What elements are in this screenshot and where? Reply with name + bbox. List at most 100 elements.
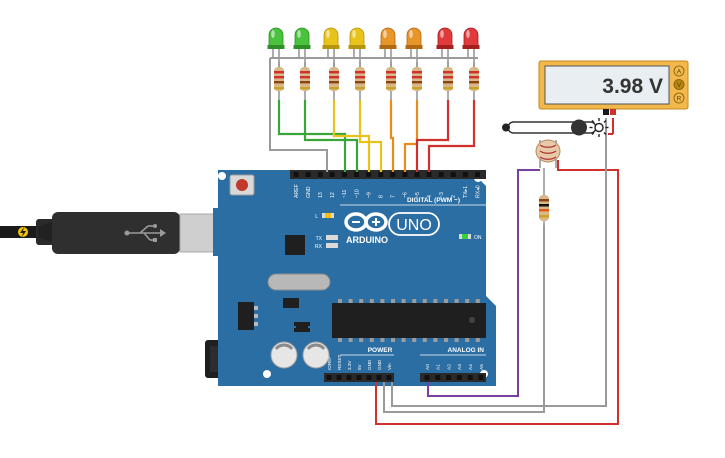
atmega-chip <box>332 299 486 342</box>
brand-label: ARDUINO <box>346 235 388 245</box>
slider-knob[interactable] <box>571 119 587 136</box>
wire-led-yellow <box>358 100 383 172</box>
digital-pin[interactable] <box>450 172 456 177</box>
power-pin[interactable] <box>366 375 372 380</box>
digital-pin-label: ~3 <box>439 192 445 198</box>
digital-pin[interactable] <box>414 172 420 177</box>
led-red[interactable] <box>462 27 480 70</box>
icsp-header <box>294 322 310 332</box>
digital-pin[interactable] <box>438 172 444 177</box>
power-pin-label: RESET <box>337 354 342 370</box>
power-pin[interactable] <box>356 375 362 380</box>
wire-led-green <box>303 100 359 172</box>
digital-pin-label: ~9 <box>366 192 372 198</box>
probe-terminal-negative[interactable] <box>603 109 609 115</box>
light-intensity-slider[interactable] <box>502 118 609 137</box>
power-pin[interactable] <box>386 375 392 380</box>
digital-pin[interactable] <box>426 172 432 177</box>
capacitor <box>302 341 330 369</box>
multimeter-display <box>544 65 670 105</box>
digital-pin[interactable] <box>475 172 480 177</box>
probe-terminal-positive[interactable] <box>610 109 616 115</box>
analog-pin[interactable] <box>424 375 430 380</box>
power-pin-label: GND <box>377 359 382 370</box>
led-resistor[interactable] <box>329 62 339 100</box>
capacitor <box>270 341 298 369</box>
led-resistor[interactable] <box>300 62 310 100</box>
led-yellow[interactable] <box>348 27 366 70</box>
led-orange[interactable] <box>405 27 423 70</box>
wire-led-orange <box>389 100 395 172</box>
digital-pin[interactable] <box>390 172 396 177</box>
led-row <box>267 27 480 100</box>
analog-header <box>420 373 486 382</box>
led-l-indicator: L <box>315 213 334 220</box>
digital-pin[interactable] <box>366 172 372 177</box>
multimeter-reading: 3.98 V <box>602 75 663 98</box>
digital-pin[interactable] <box>305 172 311 177</box>
digital-pin-label: ~6 <box>403 192 409 198</box>
led-resistor[interactable] <box>412 62 422 100</box>
mode-button-amps[interactable]: A <box>673 65 685 77</box>
digital-pin-label: 13 <box>318 192 324 198</box>
wire-gnd <box>383 225 545 413</box>
digital-pin[interactable] <box>402 172 408 177</box>
analog-pin-label: A0 <box>425 364 431 370</box>
analog-pin[interactable] <box>446 375 452 380</box>
led-red[interactable] <box>436 27 454 70</box>
analog-pin[interactable] <box>456 375 462 380</box>
sun-icon <box>589 118 609 137</box>
mounting-hole <box>263 370 271 378</box>
digital-pin[interactable] <box>317 172 323 177</box>
led-resistor[interactable] <box>386 62 396 100</box>
digital-pin[interactable] <box>329 172 335 177</box>
digital-pin-label: 2 <box>451 195 457 198</box>
led-resistor[interactable] <box>443 62 453 100</box>
model-badge <box>388 212 440 236</box>
power-pin[interactable] <box>376 375 382 380</box>
analog-pin[interactable] <box>435 375 441 380</box>
led-orange[interactable] <box>379 27 397 70</box>
wire-meter-gnd <box>391 118 607 407</box>
wire-led-red <box>427 100 476 172</box>
led-resistor[interactable] <box>355 62 365 100</box>
wire-5v <box>375 160 619 425</box>
sensor-resistor[interactable] <box>539 168 549 232</box>
mode-button-ohms[interactable]: R <box>673 92 685 104</box>
digital-pin[interactable] <box>378 172 384 177</box>
power-pin[interactable] <box>336 375 342 380</box>
led-rx-indicator: RX <box>315 243 338 250</box>
power-pin-label: 3.3V <box>347 360 352 370</box>
usb-trident-icon <box>124 224 166 242</box>
voltage-regulator <box>238 302 258 330</box>
power-header-label: POWER <box>368 347 393 354</box>
digital-pin-label: TX▸1 <box>463 186 469 198</box>
reset-button[interactable] <box>229 174 255 196</box>
svg-text:RX: RX <box>315 244 323 250</box>
power-pin[interactable] <box>326 375 332 380</box>
led-on-indicator: ON <box>459 234 482 241</box>
lightning-icon <box>18 227 28 237</box>
digital-pin[interactable] <box>462 172 468 177</box>
digital-pin[interactable] <box>354 172 359 177</box>
analog-pin[interactable] <box>467 375 473 380</box>
analog-pin[interactable] <box>478 375 484 380</box>
analog-header-label: ANALOG IN <box>448 347 485 354</box>
wire-led-orange <box>403 100 419 172</box>
mode-button-volts[interactable]: V <box>673 79 685 90</box>
digital-pin[interactable] <box>293 172 299 177</box>
usb-cable[interactable] <box>0 212 221 254</box>
multimeter[interactable]: 3.98 V A V R <box>538 60 689 115</box>
led-resistor[interactable] <box>274 62 284 100</box>
digital-pin-label: 12 <box>330 192 336 198</box>
digital-header <box>290 170 486 179</box>
digital-pin[interactable] <box>341 172 347 177</box>
svg-text:V: V <box>677 82 682 89</box>
led-green[interactable] <box>293 27 311 70</box>
led-resistor[interactable] <box>469 62 479 100</box>
power-pin[interactable] <box>346 375 352 380</box>
led-yellow[interactable] <box>322 27 340 70</box>
photoresistor[interactable] <box>535 139 561 168</box>
